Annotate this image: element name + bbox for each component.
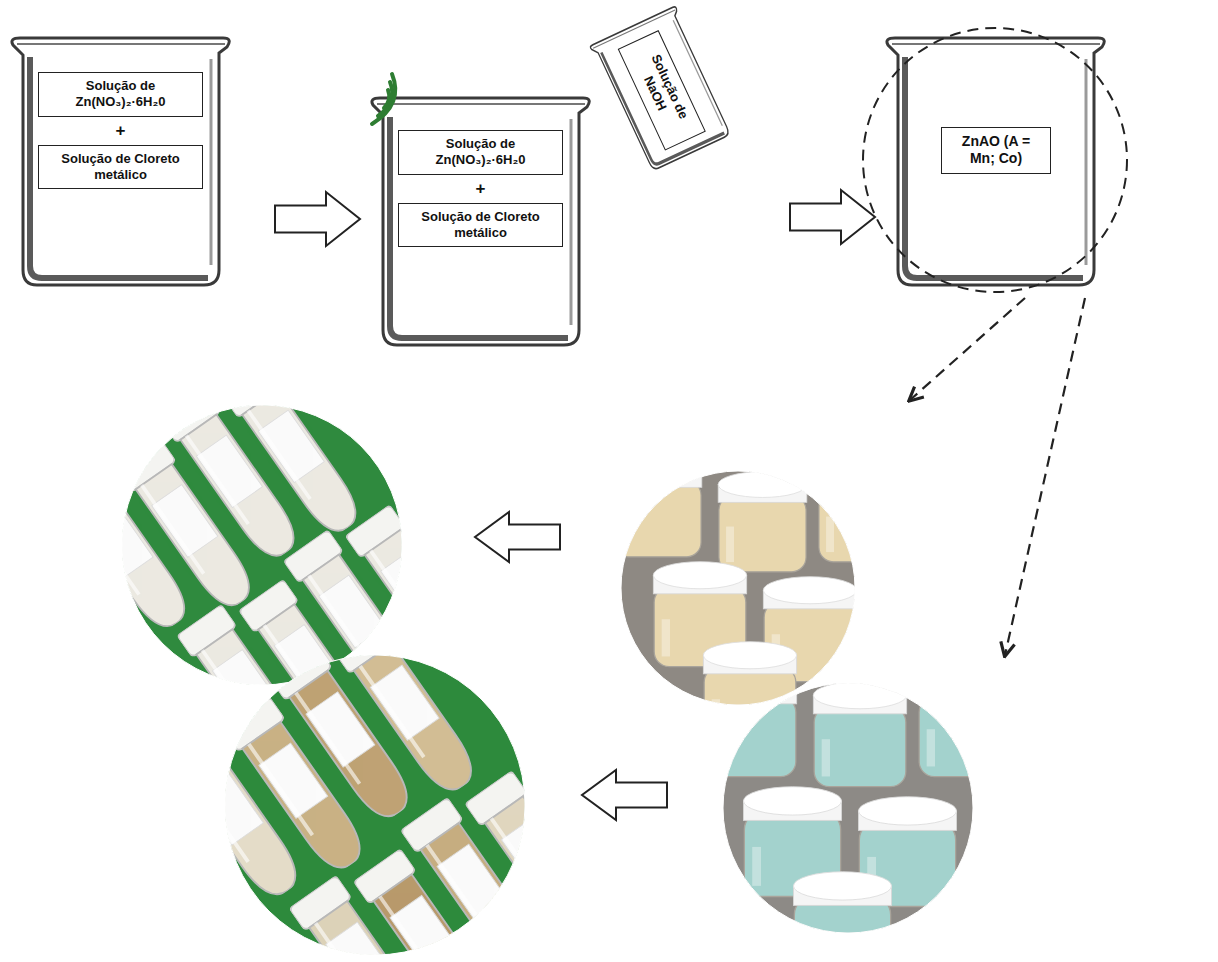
reagent-label: Solução de NaOH (618, 30, 706, 150)
beaker (887, 38, 1104, 285)
tilted-beaker (590, 6, 735, 172)
box-text: Solução de Cloreto metálico (405, 209, 556, 242)
box-text: Solução de Cloreto metálico (45, 151, 196, 184)
photo-jars-co (703, 672, 1011, 962)
solution-box: Solução de Zn(NO₃)₂·6H₂0 (38, 72, 203, 117)
photo-frame (621, 471, 855, 705)
solution-box: Solução de Cloreto metálico (398, 203, 563, 248)
dashed-arrow (1005, 298, 1085, 655)
ultrasound-waves (372, 74, 395, 124)
dashed-arrow (910, 298, 1025, 400)
photo-frame (723, 683, 973, 933)
solution-box: Solução de Cloreto metálico (38, 145, 203, 190)
plus-sign: + (466, 179, 496, 199)
box-text: ZnAO (A = Mn; Co) (948, 133, 1044, 168)
box-text: Solução de NaOH (627, 39, 698, 142)
photo-frame (122, 405, 402, 685)
photo-frame (225, 655, 525, 955)
plus-sign: + (106, 121, 136, 141)
solution-box: ZnAO (A = Mn; Co) (941, 127, 1051, 174)
box-text: Solução de Zn(NO₃)₂·6H₂0 (405, 136, 556, 169)
highlight-circle (863, 28, 1127, 292)
beaker (12, 38, 229, 285)
box-text: Solução de Zn(NO₃)₂·6H₂0 (45, 78, 196, 111)
beaker (372, 98, 589, 345)
solution-box: Solução de Zn(NO₃)₂·6H₂0 (398, 130, 563, 175)
photo-tubes-co (157, 594, 617, 962)
